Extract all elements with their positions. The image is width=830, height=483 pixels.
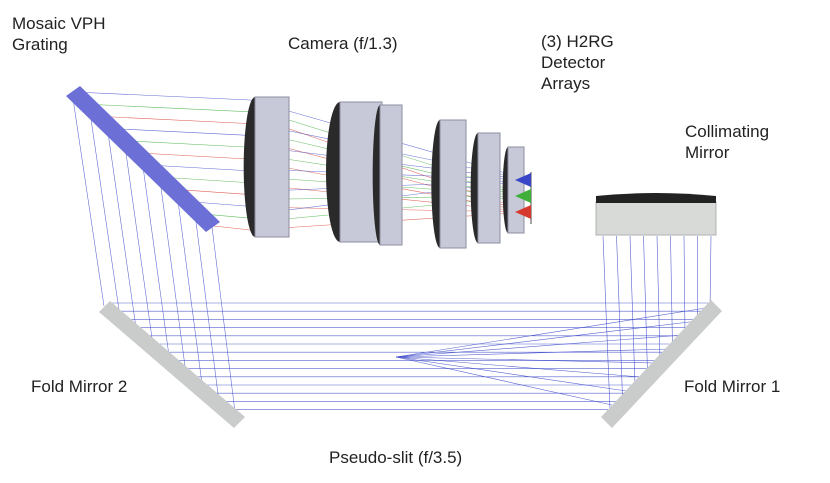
ray — [656, 235, 661, 361]
ray — [709, 235, 712, 311]
detector-label: (3) H2RG Detector Arrays — [541, 32, 614, 93]
ray — [211, 226, 237, 421]
detector-array — [515, 205, 531, 219]
collimator-label: Collimating Mirror — [685, 122, 770, 162]
ray — [99, 116, 251, 124]
ray — [141, 159, 171, 364]
ray — [213, 225, 251, 231]
ray — [73, 91, 251, 101]
ray — [395, 306, 713, 358]
ray — [106, 125, 138, 335]
ray — [395, 320, 698, 358]
fold-mirror-1-label: Fold Mirror 1 — [684, 377, 781, 396]
vph-grating — [66, 86, 220, 232]
ray — [150, 164, 251, 172]
detector-arrays — [515, 172, 532, 224]
detector-array — [515, 173, 531, 187]
ray — [395, 356, 613, 406]
camera-lens — [372, 104, 403, 246]
ray — [89, 108, 121, 321]
ray — [395, 356, 627, 392]
camera-lenses — [243, 96, 525, 249]
ray — [159, 176, 187, 378]
collimating-mirror — [595, 193, 717, 236]
camera-label: Camera (f/1.3) — [288, 34, 398, 53]
ray — [643, 235, 648, 373]
ray — [124, 142, 154, 349]
ray — [395, 356, 655, 364]
ray — [602, 235, 611, 411]
ray — [395, 348, 670, 358]
grating-label: Mosaic VPH Grating — [12, 14, 106, 54]
ray — [683, 235, 686, 336]
camera-lens — [470, 132, 501, 244]
ray — [137, 152, 251, 160]
ray — [71, 91, 105, 307]
camera-lens — [243, 96, 290, 238]
ray — [176, 193, 204, 392]
ray — [112, 128, 251, 136]
light-rays — [71, 91, 713, 421]
detector-array — [515, 189, 531, 203]
fold-mirror-1 — [601, 300, 722, 428]
ray — [124, 140, 251, 148]
camera-lens — [502, 146, 525, 234]
pseudo-slit-label: Pseudo-slit (f/3.5) — [329, 448, 463, 467]
camera-lens — [431, 119, 467, 249]
ray — [163, 176, 251, 184]
ray — [670, 235, 673, 348]
ray — [616, 235, 623, 398]
ray — [194, 210, 220, 406]
fold-mirror-2 — [99, 301, 245, 428]
ray — [175, 189, 251, 195]
fold-mirror-2-label: Fold Mirror 2 — [31, 377, 128, 396]
ray — [395, 334, 684, 358]
ray — [86, 103, 251, 113]
